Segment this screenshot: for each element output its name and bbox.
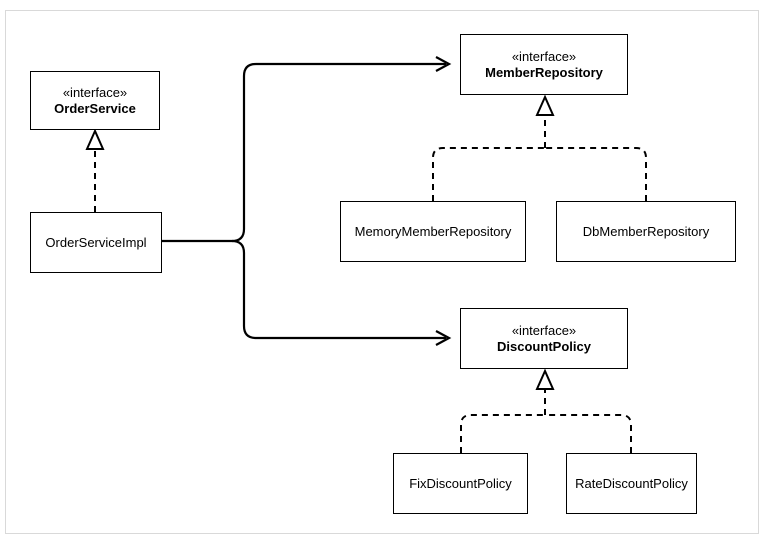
class-fixdiscountpolicy[interactable]: FixDiscountPolicy [393,453,528,514]
memberrepository-stereotype: «interface» [511,48,577,64]
realization-arrowhead-memberrepository [535,94,555,116]
class-orderserviceimpl[interactable]: OrderServiceImpl [30,212,162,273]
class-ratediscountpolicy[interactable]: RateDiscountPolicy [566,453,697,514]
realization-arrowhead-discountpolicy [535,368,555,390]
memberrepository-name: MemberRepository [485,64,603,80]
interface-memberrepository[interactable]: «interface» MemberRepository [460,34,628,95]
interface-orderservice[interactable]: «interface» OrderService [30,71,160,130]
realization-arrowhead-orderservice [85,128,105,150]
dbmemberrepository-name: DbMemberRepository [582,223,710,239]
orderservice-name: OrderService [54,100,136,116]
association-arrowhead-memberrepository [435,56,452,72]
association-to-memberrepository [162,62,446,243]
association-arrowhead-discountpolicy [435,330,452,346]
realization-db-to-memberrepository [545,147,647,201]
realization-rate-to-discountpolicy [545,414,632,453]
memorymemberrepository-name: MemoryMemberRepository [354,223,512,239]
orderservice-stereotype: «interface» [62,84,128,100]
association-to-discountpolicy [231,239,446,340]
class-memorymemberrepository[interactable]: MemoryMemberRepository [340,201,526,262]
realization-fix-to-discountpolicy [460,414,545,453]
discountpolicy-stereotype: «interface» [511,322,577,338]
orderserviceimpl-name: OrderServiceImpl [45,234,147,250]
interface-discountpolicy[interactable]: «interface» DiscountPolicy [460,308,628,369]
class-dbmemberrepository[interactable]: DbMemberRepository [556,201,736,262]
realization-memory-to-memberrepository [432,147,545,201]
discountpolicy-name: DiscountPolicy [497,338,591,354]
fixdiscountpolicy-name: FixDiscountPolicy [409,475,512,491]
ratediscountpolicy-name: RateDiscountPolicy [575,475,688,491]
